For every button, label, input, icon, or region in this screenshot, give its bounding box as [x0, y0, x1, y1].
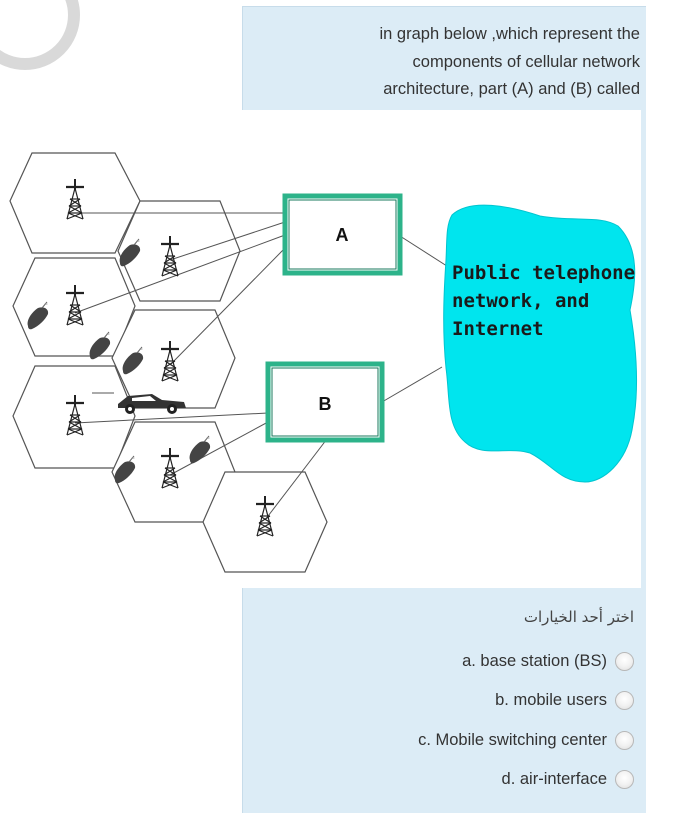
cell-hexagon	[117, 200, 241, 302]
question-line-1: in graph below ,which represent the	[379, 25, 641, 43]
question-text: in graph below ,which represent the comp…	[260, 21, 641, 104]
option-c-radio[interactable]	[615, 731, 634, 750]
box-b-label: B	[319, 394, 332, 414]
option-d-label: d. air-interface	[501, 770, 607, 788]
options-panel: اختر أحد الخيارات a. base station (BS) b…	[242, 588, 646, 813]
option-d[interactable]: d. air-interface	[502, 770, 634, 789]
corner-avatar-circle	[0, 0, 80, 70]
cell-hexagon	[111, 309, 236, 409]
cloud-label-line-3: Internet	[452, 318, 544, 340]
box-a: A	[282, 193, 403, 276]
option-d-radio[interactable]	[615, 770, 634, 789]
option-b-label: b. mobile users	[495, 691, 607, 709]
option-c[interactable]: c. Mobile switching center	[418, 731, 634, 750]
box-b: B	[265, 361, 385, 443]
option-c-label: c. Mobile switching center	[418, 731, 607, 749]
cellular-network-figure: ~	[0, 110, 641, 588]
option-a-label: a. base station (BS)	[462, 652, 607, 670]
box-a-label: A	[336, 225, 349, 245]
question-line-2: components of cellular network	[412, 52, 640, 71]
cell-hexagon	[202, 471, 328, 573]
option-b-radio[interactable]	[615, 691, 634, 710]
public-network-cloud: Public telephone network, and Internet	[443, 204, 641, 483]
car-icon	[92, 392, 186, 414]
option-a-radio[interactable]	[615, 652, 634, 671]
option-a[interactable]: a. base station (BS)	[462, 652, 634, 671]
option-b[interactable]: b. mobile users	[495, 691, 634, 710]
svg-text:Public telephone netwo: Public telephone network, and Internet	[452, 262, 641, 340]
panel-right-strip	[641, 110, 646, 590]
choose-option-prompt: اختر أحد الخيارات	[523, 608, 634, 626]
question-panel: in graph below ,which represent the comp…	[242, 6, 646, 110]
cell-hexagon	[9, 152, 141, 254]
question-line-3: architecture, part (A) and (B) called	[383, 80, 640, 98]
cloud-label-line-1: Public telephone	[452, 262, 635, 284]
cloud-label-line-2: network, and	[452, 290, 589, 312]
